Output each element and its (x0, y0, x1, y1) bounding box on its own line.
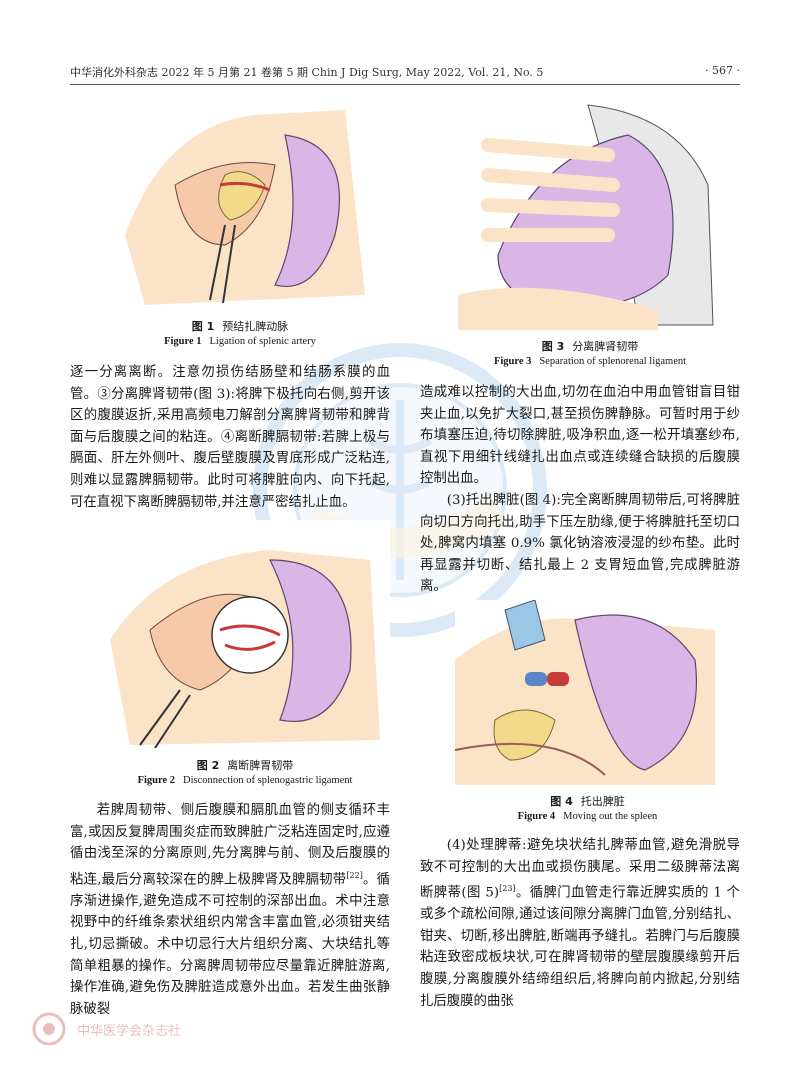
header-rule (70, 84, 740, 85)
left-paragraph-1: 逐一分离离断。注意勿损伤结肠壁和结肠系膜的血管。③分离脾肾韧带(图 3):将脾下… (70, 365, 390, 510)
citation-22: [22] (346, 870, 363, 880)
figure-3-illustration (458, 95, 723, 330)
running-header: 中华消化外科杂志 2022 年 5 月第 21 卷第 5 期 Chin J Di… (70, 64, 740, 84)
right-paragraph-2: (3)托出脾脏(图 4):完全离断脾周韧带后,可将脾脏向切口方向托出,助手下压左… (420, 493, 740, 595)
publisher-seal-icon (32, 1012, 66, 1046)
figure-1-illustration (105, 95, 375, 310)
page-number: · 567 · (705, 64, 740, 77)
right-paragraph-3: (4)处理脾蒂:避免块状结扎脾蒂血管,避免滑脱导致不可控制的大出血或损伤胰尾。采… (420, 838, 740, 1009)
journal-citation: 中华消化外科杂志 2022 年 5 月第 21 卷第 5 期 Chin J Di… (70, 66, 544, 79)
publisher-logo: 中华医学会杂志社 (32, 1012, 452, 1052)
publisher-logo-text: 中华医学会杂志社 (77, 1023, 182, 1039)
citation-23: [23] (499, 884, 516, 894)
figure-4-illustration (455, 600, 720, 785)
left-paragraph-2: 若脾周韧带、侧后腹膜和膈肌血管的侧支循环丰富,或因反复脾周围炎症而致脾脏广泛粘连… (70, 803, 391, 1017)
right-paragraph-1: 造成难以控制的大出血,切勿在血泊中用血管钳盲目钳夹止血,以免扩大裂口,甚至损伤脾… (420, 385, 740, 487)
figure-2-illustration (100, 520, 390, 748)
